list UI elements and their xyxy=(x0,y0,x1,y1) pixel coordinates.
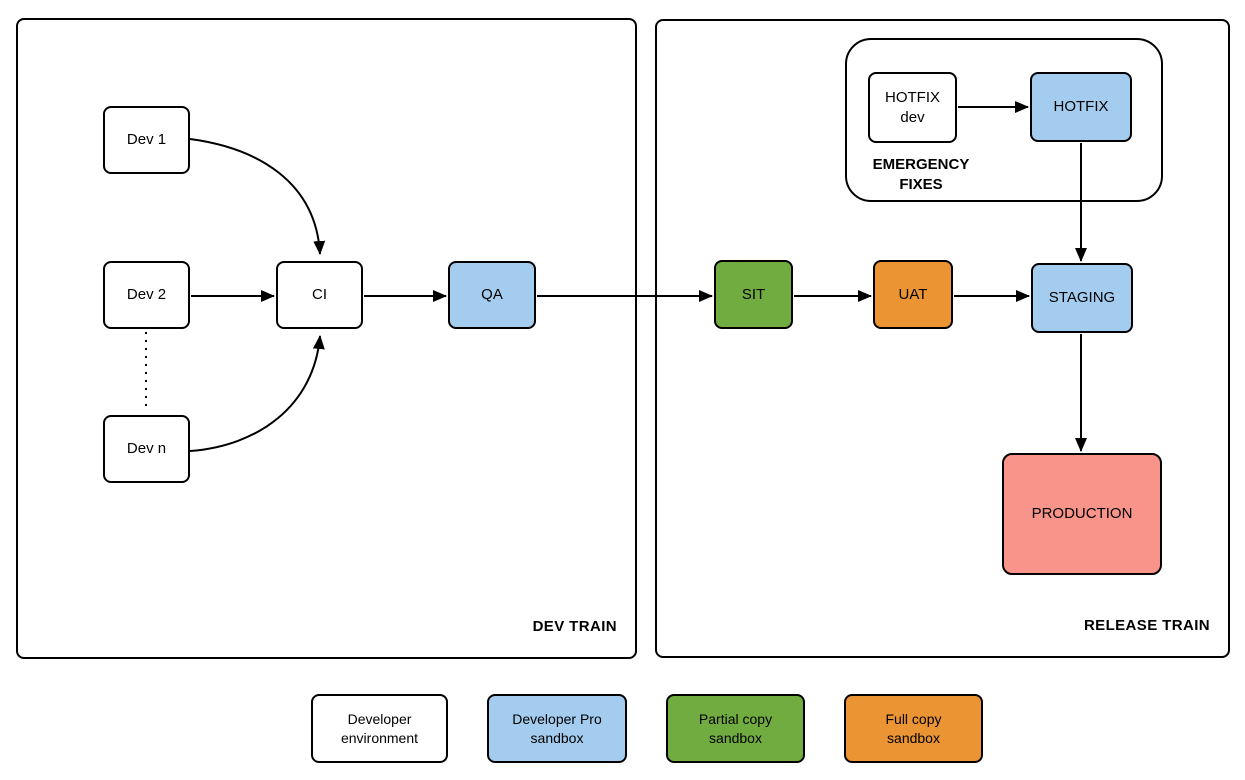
node-hotfix-label: HOTFIX xyxy=(1053,98,1109,116)
emergency-fixes-label: EMERGENCY FIXES xyxy=(856,155,986,196)
node-hotfix-dev: HOTFIX dev xyxy=(868,72,957,143)
legend-full-copy-sandbox: Full copy sandbox xyxy=(844,694,983,763)
legend-partial-copy-sandbox-line2: sandbox xyxy=(709,729,762,746)
emergency-fixes-container xyxy=(845,38,1163,202)
node-staging: STAGING xyxy=(1031,263,1133,333)
legend-developer-environment: Developer environment xyxy=(311,694,448,763)
node-qa-label: QA xyxy=(481,286,503,304)
node-hotfix-dev-label-line2: dev xyxy=(900,108,925,126)
node-dev1-label: Dev 1 xyxy=(126,131,167,149)
node-hotfix: HOTFIX xyxy=(1030,72,1132,142)
node-production: PRODUCTION xyxy=(1002,453,1162,575)
legend-developer-environment-line1: Developer xyxy=(347,710,412,727)
node-devn: Dev n xyxy=(103,415,190,483)
node-devn-label: Dev n xyxy=(126,440,167,458)
node-dev2: Dev 2 xyxy=(103,261,190,329)
legend-developer-pro-sandbox-line1: Developer Pro xyxy=(512,710,602,727)
legend-full-copy-sandbox-line2: sandbox xyxy=(887,729,940,746)
legend-developer-pro-sandbox: Developer Pro sandbox xyxy=(487,694,627,763)
node-dev1: Dev 1 xyxy=(103,106,190,174)
legend-partial-copy-sandbox-line1: Partial copy xyxy=(698,710,773,727)
release-train-label: RELEASE TRAIN xyxy=(1083,617,1210,634)
node-staging-label: STAGING xyxy=(1048,289,1116,307)
emergency-fixes-label-line2: FIXES xyxy=(899,176,943,194)
legend-developer-pro-sandbox-line2: sandbox xyxy=(530,729,584,746)
node-uat-label: UAT xyxy=(898,285,928,303)
legend-developer-environment-line2: environment xyxy=(340,729,419,746)
node-ci: CI xyxy=(276,261,363,329)
node-qa: QA xyxy=(448,261,536,329)
dev-train-container: DEV TRAIN xyxy=(16,18,637,659)
node-sit-label: SIT xyxy=(741,285,766,303)
dev-train-label: DEV TRAIN xyxy=(532,618,617,635)
node-sit: SIT xyxy=(714,260,793,329)
node-production-label: PRODUCTION xyxy=(1031,505,1133,523)
node-dev2-label: Dev 2 xyxy=(126,286,167,304)
legend-partial-copy-sandbox: Partial copy sandbox xyxy=(666,694,805,763)
node-hotfix-dev-label-line1: HOTFIX xyxy=(885,89,940,106)
release-train-container: RELEASE TRAIN xyxy=(655,19,1230,658)
node-uat: UAT xyxy=(873,260,953,329)
legend-full-copy-sandbox-line1: Full copy xyxy=(885,710,942,727)
emergency-fixes-label-line1: EMERGENCY xyxy=(872,156,970,173)
node-ci-label: CI xyxy=(312,286,327,304)
